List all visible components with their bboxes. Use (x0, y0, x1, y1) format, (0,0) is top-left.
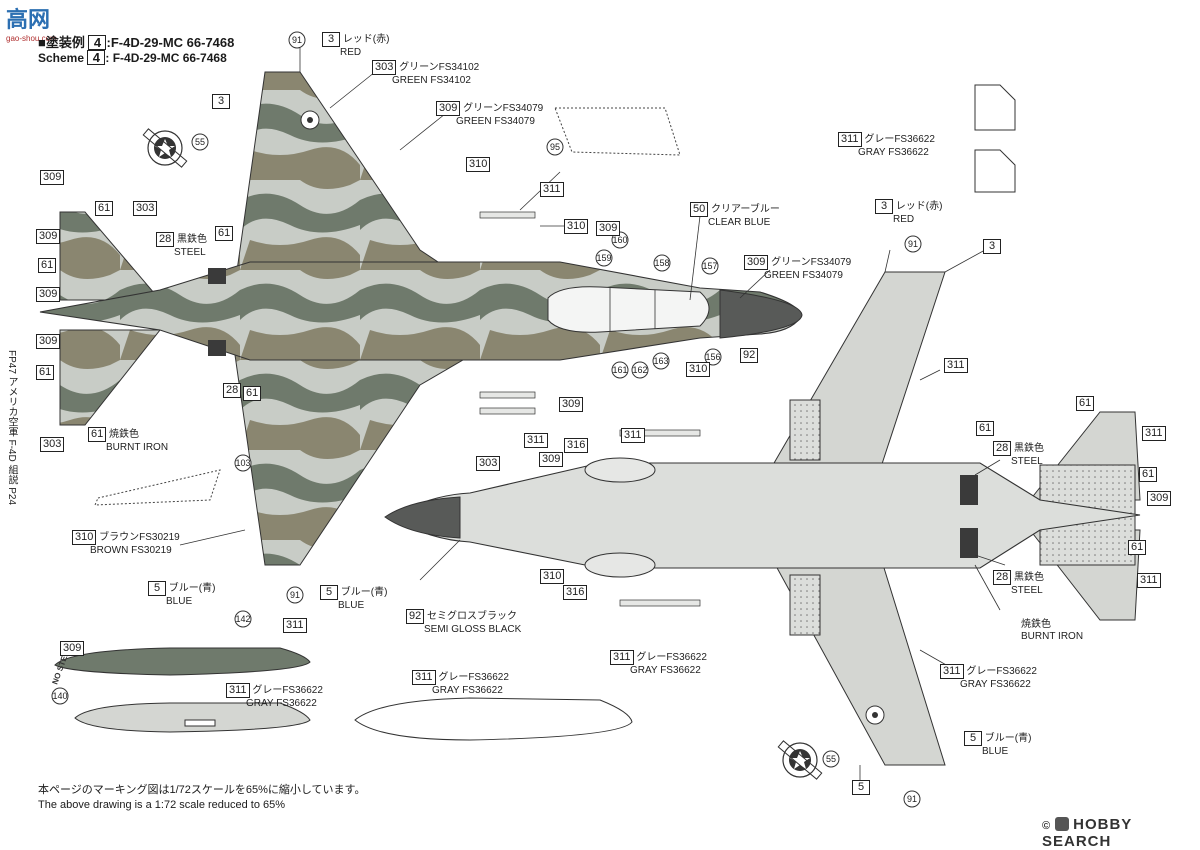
svg-text:142: 142 (235, 614, 250, 624)
callout-blue-left: 5 ブルー(青) BLUE (148, 581, 215, 608)
watermark-site: gao-shou.com (6, 34, 57, 43)
side-caption: FP47 アメリカ空軍 F-4D 組説 P24 (6, 350, 17, 506)
callout-steel-top: 28 黒鉄色 STEEL (156, 232, 207, 259)
logo-icon (1055, 817, 1070, 831)
tail-fin-decals (974, 84, 1016, 193)
roundel-decal-bottom (777, 740, 823, 780)
scheme-title-jp: ■塗装例 4:F-4D-29-MC 66-7468 (38, 32, 234, 51)
scheme-prefix-en: Scheme (38, 51, 85, 65)
svg-text:160: 160 (612, 235, 627, 245)
outline-decal-upper (554, 107, 681, 156)
callout-gray-bottom-1: 311 グレーFS36622 GRAY FS36622 (610, 650, 707, 677)
scheme-prefix-jp: ■塗装例 (38, 35, 85, 50)
callout-gray-center-tank: 311 グレーFS36622 GRAY FS36622 (412, 670, 509, 697)
watermark: 高网 gao-shou.com (6, 2, 57, 43)
callout-gray-left-tank: 311 グレーFS36622 GRAY FS36622 (226, 683, 323, 710)
copyright-symbol: © (1042, 820, 1052, 832)
callout-green-34079-mid: 309 グリーンFS34079 GREEN FS34079 (744, 255, 851, 282)
svg-text:140: 140 (52, 691, 67, 701)
svg-text:158: 158 (654, 258, 669, 268)
hobby-search-logo: ©HOBBY SEARCH (1042, 816, 1200, 850)
svg-text:91: 91 (908, 239, 918, 249)
roundel-decal-top (142, 128, 188, 168)
callout-green-34102: 303 グリーンFS34102 GREEN FS34102 (372, 60, 479, 87)
callout-burnt-iron-bottom: 焼鉄色 BURNT IRON (1021, 619, 1084, 642)
callout-burnt-iron-top: 61 焼鉄色 BURNT IRON (88, 427, 168, 454)
bottom-view-aircraft (384, 271, 1141, 766)
callout-clear-blue: 50 クリアーブルー CLEAR BLUE (690, 202, 780, 229)
scheme-title-en: Scheme 4: F-4D-29-MC 66-7468 (38, 50, 227, 65)
svg-text:55: 55 (195, 137, 205, 147)
svg-text:161: 161 (612, 365, 627, 375)
watermark-glyph: 高 (6, 7, 29, 32)
circle-91-a: 91 (292, 35, 302, 45)
fuel-tank-left (54, 647, 311, 733)
aircraft-jp: :F-4D-29-MC 66-7468 (106, 35, 235, 50)
svg-text:157: 157 (702, 261, 717, 271)
svg-text:91: 91 (290, 590, 300, 600)
svg-text:91: 91 (907, 794, 917, 804)
callout-steel-bottom-2: 28 黒鉄色 STEEL (993, 570, 1044, 597)
outline-decal-lower (94, 469, 221, 506)
scheme-number-box-en: 4 (87, 50, 106, 65)
callout-steel-bottom-1: 28 黒鉄色 STEEL (993, 441, 1044, 468)
callout-blue-bottom: 5 ブルー(青) BLUE (964, 731, 1031, 758)
aircraft-en: : F-4D-29-MC 66-7468 (105, 51, 227, 65)
circle-markers: 91 55 95 160 159 158 157 156 163 162 161… (51, 31, 922, 808)
callout-gray-bottom-2: 311 グレーFS36622 GRAY FS36622 (940, 664, 1037, 691)
top-view-aircraft (39, 71, 803, 566)
svg-text:55: 55 (826, 754, 836, 764)
footer-note-jp: 本ページのマーキング図は1/72スケールを65%に縮小しています。 (38, 784, 366, 796)
svg-text:103: 103 (235, 458, 250, 468)
svg-text:95: 95 (550, 142, 560, 152)
callout-blue-mid: 5 ブルー(青) BLUE (320, 585, 387, 612)
svg-text:163: 163 (653, 356, 668, 366)
callout-red-bottom: 3 レッド(赤) RED (875, 199, 942, 226)
fuel-tank-center (354, 697, 633, 741)
footer-note-en: The above drawing is a 1:72 scale reduce… (38, 799, 286, 811)
callout-brown: 310 ブラウンFS30219 BROWN FS30219 (72, 530, 180, 557)
svg-text:162: 162 (632, 365, 647, 375)
svg-text:156: 156 (705, 352, 720, 362)
callout-semi-gloss-black: 92 セミグロスブラック SEMI GLOSS BLACK (406, 609, 521, 636)
watermark-mark: 网 (28, 7, 51, 32)
callout-gray-fins: 311 グレーFS36622 GRAY FS36622 (838, 132, 935, 159)
svg-text:159: 159 (596, 253, 611, 263)
callout-red-top: 3 レッド(赤) RED (322, 32, 389, 59)
scheme-number-box: 4 (88, 35, 107, 50)
callout-green-34079-top: 309 グリーンFS34079 GREEN FS34079 (436, 101, 543, 128)
